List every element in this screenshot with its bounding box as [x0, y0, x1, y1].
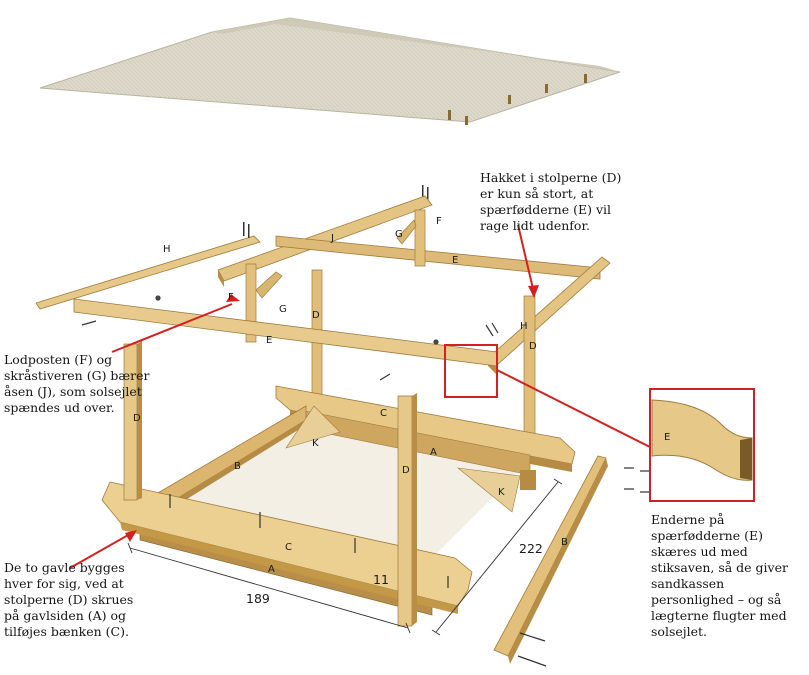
note-notch: Hakket i stolperne (D) er kun så stort, … — [480, 170, 622, 233]
label-d1: D — [312, 310, 320, 321]
sun-sail — [39, 17, 621, 125]
label-b1: B — [234, 461, 241, 472]
label-k2: K — [498, 487, 505, 498]
dimension-lines — [127, 478, 563, 636]
label-k1: K — [312, 438, 319, 449]
label-j: J — [330, 233, 334, 244]
note-gables: De to gavle bygges hver for sig, ved at … — [4, 560, 134, 639]
label-f1: F — [436, 216, 442, 227]
label-f2: F — [228, 292, 234, 303]
label-a1: A — [430, 447, 437, 458]
post-front-right — [397, 393, 417, 627]
ridge-beam — [217, 195, 433, 287]
rafter-end-detail — [651, 399, 753, 481]
purlin-left — [35, 235, 261, 310]
note-post-brace: Lodposten (F) og skråstiveren (G) bærer … — [4, 352, 150, 415]
label-d2: D — [529, 341, 537, 352]
rafter-far — [275, 235, 601, 280]
label-b2: B — [561, 537, 568, 548]
note-rafter-ends: Enderne på spærfødderne (E) skæres ud me… — [651, 512, 788, 639]
label-e1: E — [452, 255, 458, 266]
king-post-back — [396, 209, 426, 267]
loose-side-b — [493, 455, 608, 664]
label-g2: G — [279, 304, 287, 315]
label-e2: E — [266, 335, 272, 346]
callouts — [69, 224, 755, 569]
label-c2: C — [285, 542, 292, 553]
dim-11: 11 — [373, 572, 389, 587]
label-c1: C — [380, 408, 387, 419]
screws — [81, 320, 650, 667]
label-h1: H — [163, 244, 171, 255]
label-g1: G — [395, 229, 403, 240]
label-a2: A — [268, 564, 275, 575]
label-d3: D — [133, 413, 141, 424]
dim-189: 189 — [246, 591, 270, 606]
label-e-detail: E — [664, 432, 670, 443]
label-d4: D — [402, 465, 410, 476]
dim-222: 222 — [519, 541, 543, 556]
label-h2: H — [520, 321, 528, 332]
sandbox-frame — [101, 385, 576, 616]
